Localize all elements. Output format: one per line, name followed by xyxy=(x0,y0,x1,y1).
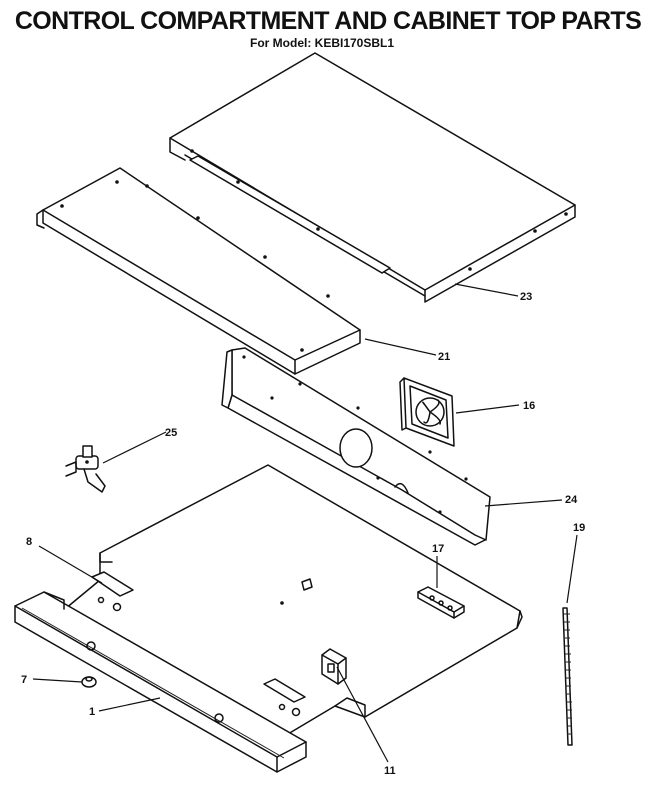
callout-21: 21 xyxy=(438,351,450,363)
control-compartment-top xyxy=(36,167,361,375)
callout-7: 7 xyxy=(21,674,27,686)
front-mounting-plate xyxy=(263,678,306,717)
diagram-title: CONTROL COMPARTMENT AND CABINET TOP PART… xyxy=(14,7,642,35)
callout-23: 23 xyxy=(520,291,532,303)
bracket-part xyxy=(91,571,134,612)
wire-harness-strap xyxy=(562,607,573,746)
leader-lines xyxy=(32,283,578,763)
control-panel-back xyxy=(221,347,491,546)
cooling-fan-assembly xyxy=(399,377,455,447)
callout-17: 17 xyxy=(432,543,444,555)
callout-11: 11 xyxy=(384,765,396,777)
callout-8: 8 xyxy=(26,536,32,548)
callout-16: 16 xyxy=(523,400,535,412)
thermostat-switch xyxy=(65,445,106,493)
cabinet-top-panel xyxy=(169,52,576,303)
switch-bracket xyxy=(321,648,347,685)
cabinet-base-panel xyxy=(64,464,523,735)
callout-labels: 23 21 16 25 24 19 8 17 7 1 11 xyxy=(21,291,585,777)
screw-part xyxy=(81,676,97,688)
callout-19: 19 xyxy=(573,522,585,534)
callout-24: 24 xyxy=(565,494,578,506)
model-subtitle: For Model: KEBI170SBL1 xyxy=(250,36,395,50)
callout-1: 1 xyxy=(89,706,95,718)
front-trim-rail xyxy=(14,591,307,773)
terminal-block xyxy=(417,586,465,619)
callout-25: 25 xyxy=(165,427,177,439)
